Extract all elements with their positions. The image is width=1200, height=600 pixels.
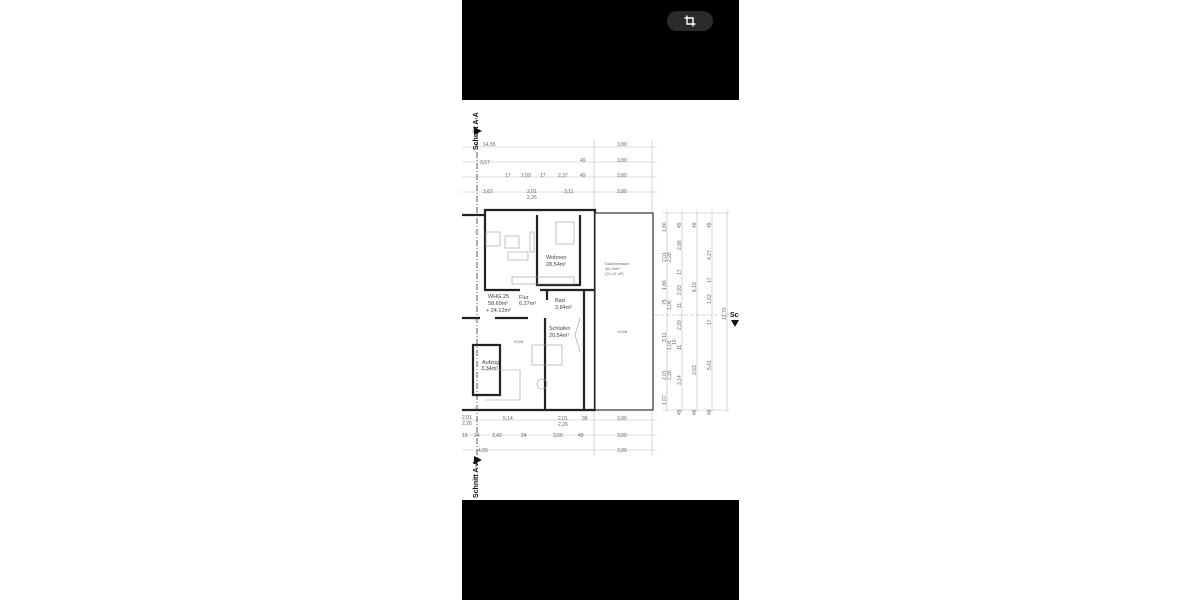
- svg-text:12,70: 12,70: [722, 307, 728, 320]
- svg-text:Dachterrasse: Dachterrasse: [605, 261, 630, 266]
- crop-icon: [684, 15, 696, 27]
- svg-text:3,66: 3,66: [553, 433, 563, 439]
- svg-text:3,84m²: 3,84m²: [555, 305, 572, 311]
- svg-text:1,86: 1,86: [662, 222, 668, 232]
- svg-text:2,26: 2,26: [462, 421, 472, 427]
- furniture: [485, 221, 581, 401]
- svg-text:Bad: Bad: [555, 298, 565, 304]
- svg-text:+ 24,12m²: + 24,12m²: [486, 308, 511, 314]
- svg-text:WHG 25: WHG 25: [488, 294, 509, 300]
- svg-text:1,07: 1,07: [662, 395, 668, 405]
- svg-text:1,01: 1,01: [667, 340, 673, 350]
- right-dimensions: 1,86 2,01 2,26 1,86 75 1,06 3,11 1,01 2,…: [662, 222, 728, 415]
- svg-text:3,11: 3,11: [564, 189, 574, 195]
- svg-text:+8,68: +8,68: [513, 339, 524, 344]
- svg-text:5,41: 5,41: [707, 360, 713, 370]
- svg-text:2,01: 2,01: [558, 416, 568, 422]
- crop-button[interactable]: [667, 11, 713, 31]
- svg-text:75: 75: [662, 299, 668, 305]
- svg-text:8,19: 8,19: [692, 282, 698, 292]
- svg-text:4,55: 4,55: [478, 448, 488, 454]
- svg-text:2,01: 2,01: [527, 189, 537, 195]
- svg-text:11: 11: [677, 345, 683, 350]
- svg-text:3,42: 3,42: [492, 433, 502, 439]
- svg-text:2,86: 2,86: [677, 240, 683, 250]
- svg-text:48,24m²: 48,24m²: [605, 266, 620, 271]
- section-arrow-right: [731, 320, 739, 327]
- svg-text:49: 49: [707, 409, 713, 415]
- svg-text:11: 11: [677, 303, 683, 308]
- section-arrow-top: [474, 127, 482, 135]
- svg-text:4,27: 4,27: [707, 250, 713, 260]
- svg-text:2,26: 2,26: [667, 370, 673, 380]
- svg-text:(24,12 m²): (24,12 m²): [605, 271, 624, 276]
- svg-text:2,26: 2,26: [527, 195, 537, 201]
- svg-text:Aufzug: Aufzug: [482, 360, 499, 366]
- svg-text:17: 17: [677, 269, 683, 275]
- svg-text:49: 49: [677, 222, 683, 228]
- svg-text:3,80: 3,80: [617, 173, 627, 179]
- svg-text:17: 17: [707, 277, 713, 283]
- svg-text:3,80: 3,80: [617, 158, 627, 164]
- room-labels: Wohnen 28,54m² Flur 6,27m² Bad 3,84m² Sc…: [481, 255, 630, 372]
- svg-text:49: 49: [580, 173, 586, 179]
- svg-text:1,86: 1,86: [662, 280, 668, 290]
- svg-text:1,62: 1,62: [707, 294, 713, 304]
- section-label-top: Schnitt A-A: [473, 112, 480, 150]
- svg-text:14,55: 14,55: [483, 142, 496, 148]
- svg-text:49: 49: [692, 409, 698, 415]
- svg-text:3,62: 3,62: [483, 189, 493, 195]
- svg-text:2,01: 2,01: [462, 415, 472, 421]
- svg-text:2,01: 2,01: [662, 252, 668, 262]
- svg-text:17: 17: [505, 173, 511, 179]
- svg-text:3,80: 3,80: [617, 142, 627, 148]
- svg-text:3,80: 3,80: [617, 189, 627, 195]
- svg-text:17: 17: [707, 319, 713, 325]
- svg-text:6,27m²: 6,27m²: [519, 301, 536, 307]
- svg-text:5,14: 5,14: [503, 416, 513, 422]
- svg-text:2,37: 2,37: [558, 173, 568, 179]
- svg-text:99: 99: [582, 416, 588, 422]
- svg-text:Schlafen: Schlafen: [549, 326, 570, 332]
- walls: [462, 208, 597, 412]
- svg-text:Flur: Flur: [519, 295, 529, 301]
- svg-text:28,54m²: 28,54m²: [546, 262, 566, 268]
- svg-text:24: 24: [474, 433, 480, 439]
- svg-text:20,54m²: 20,54m²: [549, 333, 569, 339]
- svg-text:2,26: 2,26: [667, 252, 673, 262]
- svg-text:3,80: 3,80: [617, 416, 627, 422]
- svg-text:2,83: 2,83: [677, 285, 683, 295]
- svg-text:2,26: 2,26: [558, 422, 568, 428]
- svg-text:3,14: 3,14: [677, 375, 683, 385]
- section-label-right: Sc: [730, 312, 739, 319]
- section-arrow-bottom: [474, 456, 482, 464]
- svg-text:19: 19: [462, 433, 468, 439]
- svg-text:49: 49: [677, 409, 683, 415]
- svg-text:3,80: 3,80: [617, 433, 627, 439]
- svg-text:+8,68: +8,68: [617, 329, 628, 334]
- svg-text:49: 49: [707, 222, 713, 228]
- svg-text:3,57: 3,57: [480, 160, 490, 166]
- svg-text:2,09: 2,09: [521, 173, 531, 179]
- svg-text:24: 24: [521, 433, 527, 439]
- svg-text:3,11: 3,11: [662, 332, 668, 342]
- section-label-bottom: Schnitt A-A: [473, 460, 480, 498]
- svg-text:Wohnen: Wohnen: [546, 255, 566, 261]
- svg-text:49: 49: [578, 433, 584, 439]
- svg-text:3,34m²: 3,34m²: [481, 366, 498, 372]
- svg-text:3,53: 3,53: [692, 365, 698, 375]
- svg-text:1,06: 1,06: [667, 300, 673, 310]
- svg-text:3,80: 3,80: [617, 448, 627, 454]
- svg-text:49: 49: [692, 222, 698, 228]
- svg-text:10: 10: [672, 339, 678, 345]
- svg-text:2,01: 2,01: [662, 370, 668, 380]
- svg-text:2,20: 2,20: [677, 320, 683, 330]
- roof-terrace: [594, 212, 654, 411]
- svg-text:49: 49: [580, 158, 586, 164]
- svg-text:58,69m²: 58,69m²: [488, 301, 508, 307]
- svg-text:17: 17: [540, 173, 546, 179]
